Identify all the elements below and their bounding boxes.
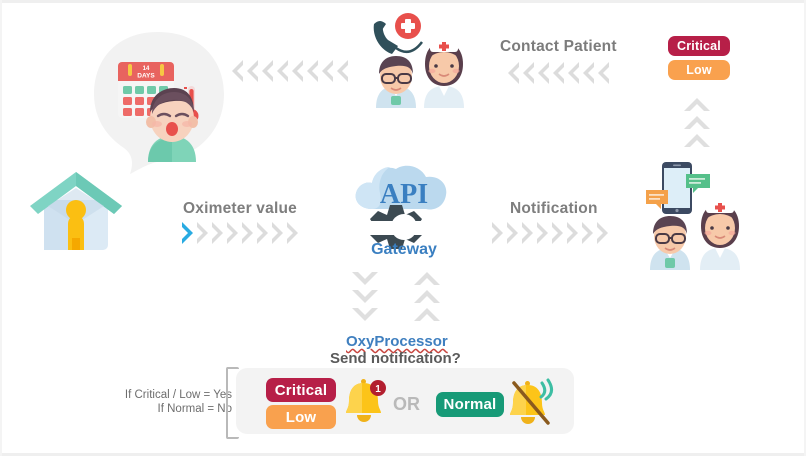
chevron-right-icon bbox=[597, 222, 608, 244]
right-edge-strip bbox=[804, 0, 806, 456]
emergency-phone-call-icon bbox=[373, 13, 423, 54]
bell-muted-icon bbox=[508, 377, 558, 425]
bell-notification-icon: 1 bbox=[342, 377, 388, 425]
chevron-right-icon bbox=[552, 222, 563, 244]
chevron-left-icon bbox=[568, 62, 579, 84]
contact-patient-flow-arrows-left bbox=[232, 60, 348, 82]
doctor-avatar-icon bbox=[650, 216, 690, 270]
chevron-right-icon bbox=[227, 222, 238, 244]
contact-patient-label: Contact Patient bbox=[500, 38, 617, 55]
oximeter-value-label: Oximeter value bbox=[183, 200, 297, 217]
chevron-right-icon bbox=[197, 222, 208, 244]
chevron-left-icon bbox=[508, 62, 519, 84]
panel-badge-normal[interactable]: Normal bbox=[436, 392, 504, 417]
chevron-left-icon bbox=[583, 62, 594, 84]
nurse-avatar-icon bbox=[700, 201, 740, 270]
chevron-left-icon bbox=[307, 60, 318, 82]
sick-patient-speech-bubble-icon: 14 DAYS bbox=[88, 28, 228, 176]
chevron-down-icon bbox=[352, 272, 378, 285]
chevron-left-icon bbox=[232, 60, 243, 82]
or-separator-label: OR bbox=[393, 394, 420, 414]
chevron-down-icon bbox=[352, 290, 378, 303]
chevron-right-icon bbox=[582, 222, 593, 244]
chevron-left-icon bbox=[538, 62, 549, 84]
calendar-unit: DAYS bbox=[137, 73, 155, 80]
status-badge-low[interactable]: Low bbox=[668, 60, 730, 80]
nurse-avatar-icon bbox=[424, 40, 464, 108]
notification-label: Notification bbox=[510, 200, 598, 217]
decision-bracket bbox=[226, 367, 239, 439]
condition-rule-line-2: If Normal = No bbox=[157, 403, 232, 415]
chevron-left-icon bbox=[322, 60, 333, 82]
chevron-right-icon bbox=[522, 222, 533, 244]
chevron-left-icon bbox=[247, 60, 258, 82]
chevron-right-icon bbox=[537, 222, 548, 244]
chevron-left-icon bbox=[262, 60, 273, 82]
oxy-processor-label[interactable]: OxyProcessor bbox=[346, 333, 448, 350]
top-edge-strip bbox=[0, 0, 806, 3]
chevron-up-icon bbox=[684, 98, 710, 111]
chevron-right-icon bbox=[212, 222, 223, 244]
left-edge-strip bbox=[0, 0, 2, 456]
bottom-edge-strip bbox=[0, 453, 806, 456]
chevron-right-icon bbox=[567, 222, 578, 244]
escalation-arrows-up bbox=[684, 98, 710, 147]
chevron-right-icon bbox=[257, 222, 268, 244]
chevron-left-icon bbox=[523, 62, 534, 84]
chevron-right-icon bbox=[492, 222, 503, 244]
gateway-label: Gateway bbox=[371, 241, 437, 258]
smartphone-chat-messages-icon bbox=[646, 162, 710, 214]
oximeter-flow-arrows bbox=[182, 222, 298, 244]
chevron-left-icon bbox=[277, 60, 288, 82]
chevron-left-icon bbox=[598, 62, 609, 84]
panel-badge-critical[interactable]: Critical bbox=[266, 378, 336, 402]
chevron-right-icon bbox=[287, 222, 298, 244]
calendar-number: 14 bbox=[143, 66, 150, 72]
send-notification-question: Send notification? bbox=[330, 350, 461, 367]
chevron-left-icon bbox=[292, 60, 303, 82]
chevron-right-icon bbox=[272, 222, 283, 244]
chevron-right-icon bbox=[242, 222, 253, 244]
notification-recipients-group-icon bbox=[642, 160, 762, 274]
chevron-right-icon-active bbox=[182, 222, 193, 244]
chevron-left-icon bbox=[337, 60, 348, 82]
notification-flow-arrows bbox=[492, 222, 608, 244]
condition-rules: If Critical / Low = Yes If Normal = No bbox=[86, 388, 232, 416]
processor-arrows-down bbox=[352, 272, 378, 321]
emergency-contact-group-icon bbox=[366, 8, 474, 108]
api-text: API bbox=[380, 179, 428, 210]
chevron-down-icon bbox=[352, 308, 378, 321]
chevron-left-icon bbox=[553, 62, 564, 84]
chevron-up-icon bbox=[684, 116, 710, 129]
bell-badge-count: 1 bbox=[375, 384, 381, 395]
api-cloud-gear-icon: API bbox=[350, 163, 458, 263]
home-with-person-icon bbox=[26, 166, 126, 254]
panel-badge-low[interactable]: Low bbox=[266, 405, 336, 429]
condition-rule-line-1: If Critical / Low = Yes bbox=[124, 389, 232, 401]
chevron-right-icon bbox=[507, 222, 518, 244]
doctor-avatar-icon bbox=[376, 56, 416, 108]
contact-patient-arrows bbox=[508, 62, 609, 84]
chevron-up-icon bbox=[414, 308, 440, 321]
status-badge-critical[interactable]: Critical bbox=[668, 36, 730, 56]
chevron-up-icon bbox=[414, 290, 440, 303]
chevron-up-icon bbox=[414, 272, 440, 285]
chevron-up-icon bbox=[684, 134, 710, 147]
processor-arrows-up bbox=[414, 272, 440, 321]
